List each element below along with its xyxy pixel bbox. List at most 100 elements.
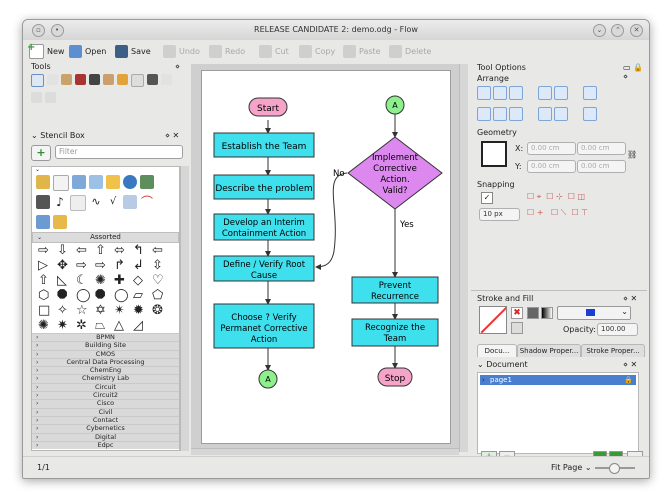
tool-options-controls[interactable]: ▭ 🔒 ⋄	[623, 63, 644, 81]
stencil-category-item[interactable]: ›Circuit	[32, 382, 179, 392]
music-note-icon[interactable]: ♪	[53, 195, 67, 209]
copy-button[interactable]: Copy	[299, 42, 335, 60]
pattern-tool-icon[interactable]	[103, 74, 114, 85]
tab-shadow-properties[interactable]: Shadow Proper...	[517, 344, 581, 357]
shape-arrow-left-right[interactable]: ⇦	[76, 243, 87, 258]
y-position-field[interactable]: 0.00 cm	[527, 160, 576, 173]
note-icon[interactable]	[123, 195, 137, 209]
flowchart-diagram[interactable]: Start Establish the Team Describe the pr…	[202, 71, 450, 443]
x-position-field[interactable]: 0.00 cm	[527, 142, 576, 155]
shape-arrow-right-2[interactable]: ⇨	[76, 258, 87, 273]
shape-updown-arrow[interactable]: ⇳	[152, 258, 163, 273]
shape-hexagon[interactable]: ⬡	[38, 288, 50, 303]
template-icon[interactable]	[36, 175, 50, 189]
align-bottom-icon[interactable]	[509, 107, 523, 121]
stencil-category-item[interactable]: ›Building Site	[32, 341, 179, 350]
shape-cross-arrows[interactable]: ✥	[57, 258, 68, 273]
close-icon[interactable]: ✕	[630, 24, 643, 37]
shape-burst[interactable]: ✺	[95, 273, 106, 288]
shape-triangle[interactable]: △	[114, 318, 124, 333]
canvas-horizontal-scrollbar[interactable]	[191, 448, 459, 455]
align-center-icon[interactable]	[493, 86, 507, 100]
stencil-category-item[interactable]: ›BPMN	[32, 333, 179, 342]
shape-cross[interactable]: ✚	[114, 273, 125, 288]
shape-sun[interactable]: ✷	[57, 318, 68, 333]
align-left-icon[interactable]	[477, 86, 491, 100]
zoom-tool-icon[interactable]	[31, 92, 42, 103]
pencil-tool-icon[interactable]	[61, 74, 72, 85]
path-tool-icon[interactable]	[47, 74, 58, 85]
stencil-category-item[interactable]: ›Circuit2	[32, 391, 179, 400]
globe-icon[interactable]	[123, 175, 137, 189]
page-icon[interactable]	[53, 175, 69, 191]
shape-octagon-2[interactable]: ⯃	[95, 288, 106, 303]
process-describe[interactable]: Describe the problem	[213, 174, 315, 200]
tree-item-page[interactable]: › page1 🔒	[480, 375, 636, 385]
select-tool-icon[interactable]	[31, 74, 44, 87]
send-back-icon[interactable]	[554, 107, 569, 121]
shape-moon[interactable]: ☾	[76, 273, 88, 288]
folder-icon[interactable]	[53, 215, 67, 229]
color-picker[interactable]: ⌄	[557, 306, 631, 320]
picker-tool-icon[interactable]	[147, 74, 158, 85]
document-controls[interactable]: ⋄ ✕	[623, 360, 638, 369]
process-develop[interactable]: Develop an Interim Containment Action	[213, 213, 315, 241]
paste-button[interactable]: Paste	[343, 42, 381, 60]
undo-button[interactable]: Undo	[163, 42, 200, 60]
stencil-category-item[interactable]: ›Central Data Processing	[32, 357, 179, 367]
stencil-filter-input[interactable]: Filter	[55, 145, 183, 159]
shape-gear[interactable]: ✲	[76, 318, 87, 333]
minimize-icon[interactable]: ⌄	[592, 24, 606, 37]
gear-icon[interactable]	[36, 195, 50, 209]
shape-pentagon[interactable]: ⬠	[152, 288, 164, 303]
stencil-category-item[interactable]: ›Chemistry Lab	[32, 374, 179, 383]
zoom-slider-handle[interactable]	[609, 463, 620, 474]
connector-a-bottom[interactable]: A	[258, 369, 278, 389]
aspect-lock-icon[interactable]: ⛓	[627, 150, 638, 159]
shape-star-8[interactable]: ✴	[114, 303, 125, 318]
shape-star-24[interactable]: ✺	[38, 318, 49, 333]
shape-circle-2[interactable]: ◯	[114, 288, 129, 303]
delete-button[interactable]: Delete	[389, 42, 431, 60]
cut-button[interactable]: Cut	[259, 42, 289, 60]
new-button[interactable]: + New	[27, 42, 64, 60]
slideshow-icon[interactable]	[36, 215, 50, 229]
shape-right-triangle[interactable]: ◿	[133, 318, 143, 333]
app-menu-icon[interactable]: ▫	[32, 24, 45, 37]
zoom-slider[interactable]	[595, 463, 635, 474]
shape-octagon[interactable]: ⯃	[57, 288, 68, 303]
shape-corner-arrow[interactable]: ↱	[114, 258, 125, 273]
shape-diamond[interactable]: ◇	[133, 273, 143, 288]
lower-icon[interactable]	[554, 86, 569, 100]
align-top-icon[interactable]	[477, 107, 491, 121]
pattern-button[interactable]	[511, 322, 523, 334]
shape-triangle-corner[interactable]: ◺	[57, 273, 67, 288]
shape-parallelogram[interactable]: ▱	[133, 288, 143, 303]
bring-front-icon[interactable]	[538, 107, 553, 121]
stencil-category-item[interactable]: ›CMOS	[32, 349, 179, 358]
stencil-group-header[interactable]: ⌄ Assorted	[32, 232, 179, 243]
shape-left-arrow-2[interactable]: ↲	[133, 258, 144, 273]
table-icon[interactable]	[70, 195, 86, 211]
process-choose[interactable]: Choose ? Verify Permanet Corrective Acti…	[213, 303, 315, 349]
raise-icon[interactable]	[538, 86, 553, 100]
zoom-selector[interactable]: Fit Page ⌄	[551, 463, 592, 472]
shape-heart[interactable]: ♡	[152, 273, 164, 288]
opacity-field[interactable]: 100.00	[597, 323, 638, 336]
group-icon[interactable]	[583, 86, 598, 100]
text-tool-icon[interactable]	[89, 74, 100, 85]
tab-document[interactable]: Docu...	[477, 344, 517, 357]
stencil-box-controls[interactable]: ⋄ ✕	[165, 131, 180, 140]
shape-pentagon-arrow[interactable]: ▷	[38, 258, 48, 273]
shape-arrow-left[interactable]: ⇦	[152, 243, 163, 258]
stencil-category-item[interactable]: ›Contact	[32, 415, 179, 425]
shape-star-6[interactable]: ✡	[95, 303, 106, 318]
process-define[interactable]: Define / Verify Root Cause	[213, 255, 315, 282]
connector-a-top[interactable]: A	[385, 95, 405, 115]
no-color-button[interactable]: ✖	[511, 307, 523, 319]
edit-tool-icon[interactable]	[161, 74, 172, 85]
connector-tool-icon[interactable]	[131, 74, 144, 87]
open-button[interactable]: Open	[69, 42, 106, 60]
formula-icon[interactable]	[140, 175, 154, 189]
pencil-icon[interactable]	[106, 175, 120, 189]
